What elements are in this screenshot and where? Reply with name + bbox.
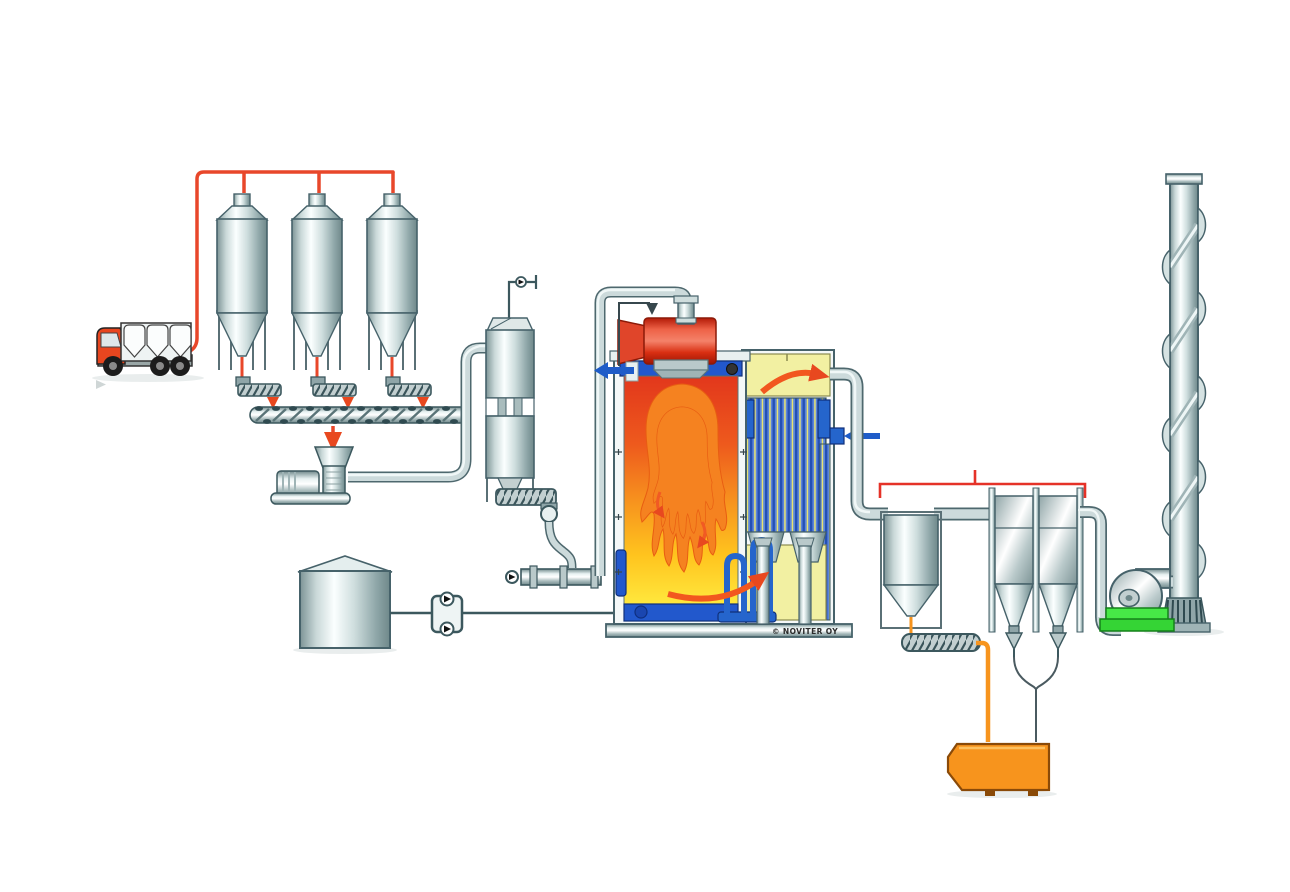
storage-silo-1: [216, 194, 281, 401]
group-bracket: [878, 470, 1087, 498]
oil-pump-unit: [430, 591, 464, 637]
burner: [617, 295, 717, 379]
recirculation-line: [618, 302, 650, 366]
steam-out-arrow-icon: [594, 362, 634, 379]
watermark-arrow-icon: [96, 380, 106, 389]
day-silo: [485, 275, 602, 589]
copyright-text: © NOVITER OY: [772, 627, 838, 636]
ash-screw-conveyor: [901, 633, 991, 742]
storage-silo-2: [291, 194, 356, 401]
flue-gas-fan: [1099, 568, 1175, 632]
boiler: © NOVITER OY: [594, 295, 880, 638]
ash-pipe: [976, 640, 991, 742]
pneumatic-fill-pipe: [188, 170, 395, 353]
storage-silo-3: [366, 194, 431, 401]
spiral-strakes: [1161, 206, 1207, 580]
oil-tank: [297, 555, 393, 649]
ash-drop-line: [1013, 656, 1037, 690]
bag-filter: [988, 487, 1084, 742]
air-inlet-port: [829, 427, 845, 445]
fuel-delivery-truck: [96, 322, 193, 389]
ash-drop-line: [1035, 656, 1059, 690]
gas-transfer-arrow-icon: [667, 571, 770, 602]
down-arrow-icon: [646, 303, 658, 315]
ash-container: [946, 742, 1051, 796]
tube-bank: [745, 397, 827, 533]
gas-exit-arrow-icon: [760, 363, 830, 395]
rotary-valve: [540, 505, 558, 523]
flue-gas-cyclone: [880, 511, 942, 635]
feed-hopper-with-blower: [270, 446, 355, 505]
main-screw-conveyor: [249, 404, 471, 452]
flame: [640, 383, 728, 573]
chimney: [1157, 173, 1211, 633]
